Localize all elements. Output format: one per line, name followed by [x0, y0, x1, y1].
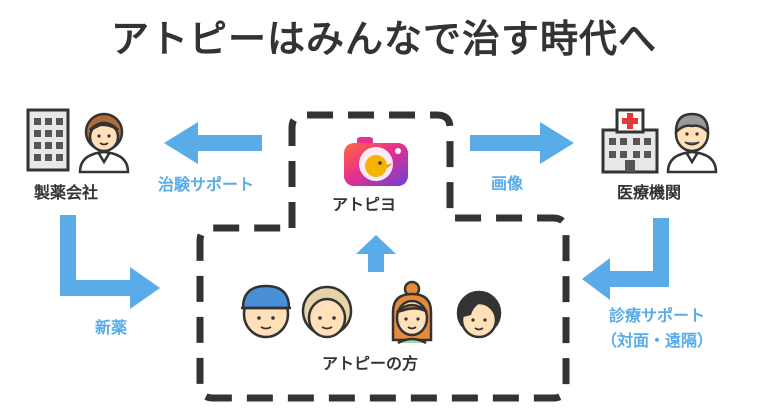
- edge-label-new-drugs: 新薬: [95, 318, 128, 337]
- woman-face-icon: [391, 280, 433, 345]
- node-label-patients: アトピーの方: [322, 354, 419, 373]
- edge-label-images: 画像: [491, 174, 524, 193]
- child-face-icon: [456, 290, 502, 339]
- building-icon: [26, 108, 70, 172]
- arrow-medical-to-patients: [582, 218, 669, 300]
- edge-label-clinical-trial-support: 治験サポート: [158, 175, 255, 194]
- elderly-face-icon: [301, 285, 353, 339]
- arrow-app-to-medical: [470, 122, 574, 164]
- node-label-pharma: 製薬会社: [34, 183, 99, 202]
- arrow-app-to-pharma: [164, 122, 262, 164]
- group-boundary: [196, 111, 570, 402]
- edge-label-medical-support-mode: （対面・遠隔）: [600, 331, 713, 350]
- arrow-pharma-to-patients: [60, 215, 160, 309]
- arrow-patients-to-app: [356, 235, 396, 272]
- camera-bird-app-icon: [344, 137, 408, 186]
- node-label-app: アトピヨ: [332, 195, 397, 214]
- page-title: アトピーはみんなで治す時代へ: [110, 17, 657, 61]
- man-cap-face-icon: [241, 284, 291, 339]
- node-label-medical: 医療機関: [617, 183, 682, 202]
- nurse-icon: [78, 112, 130, 174]
- doctor-icon: [666, 112, 718, 174]
- hospital-icon: [601, 108, 659, 174]
- edge-label-medical-support: 診療サポート: [608, 306, 705, 325]
